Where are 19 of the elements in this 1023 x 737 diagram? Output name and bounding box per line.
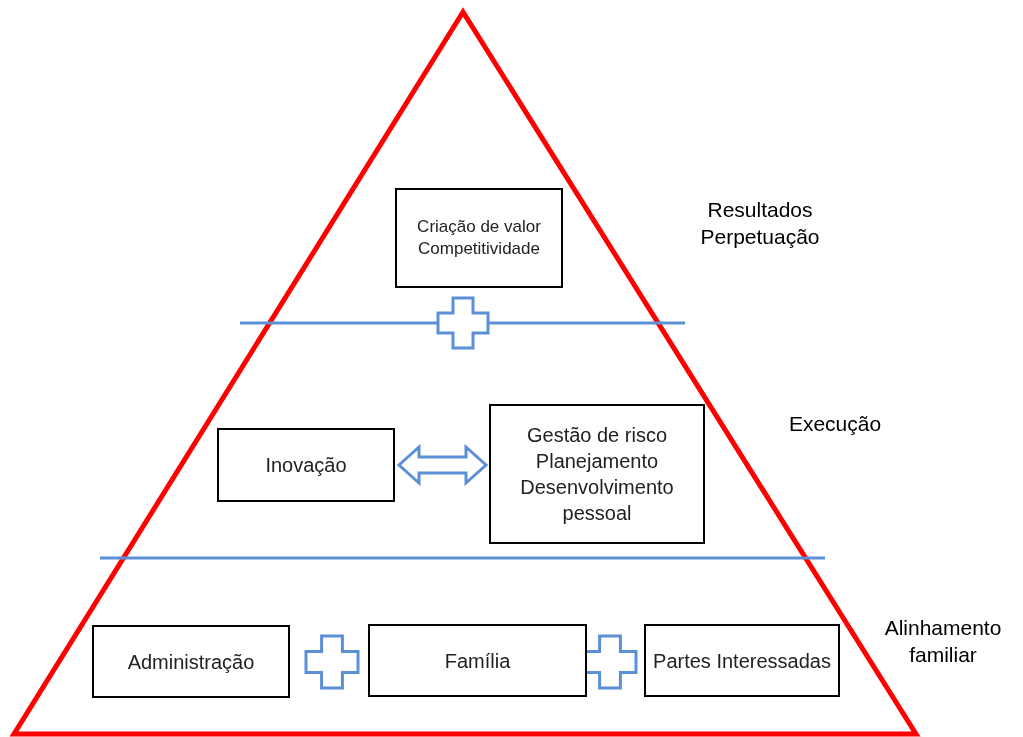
box-text: Criação de valor — [417, 215, 541, 238]
level-label: Execução — [787, 411, 883, 437]
box-text: Planejamento — [535, 449, 659, 474]
text-box — [217, 428, 395, 502]
box-text: Partes Interessadas — [653, 648, 831, 674]
box-text: Inovação — [265, 453, 347, 478]
text-box — [644, 624, 840, 697]
text-box — [368, 624, 587, 697]
box-text: Desenvolvimento pessoal — [519, 475, 675, 526]
box-text: Competitividade — [418, 238, 540, 260]
level-label: Resultados Perpetuação — [699, 197, 821, 251]
text-box — [395, 188, 563, 288]
box-text: Gestão de risco — [526, 423, 668, 448]
box-text: Administração — [127, 649, 255, 675]
level-label: Alinhamento familiar — [883, 615, 1003, 669]
text-box — [489, 404, 705, 544]
box-text: Família — [444, 648, 511, 674]
double-arrow — [396, 443, 489, 487]
text-box — [92, 625, 290, 698]
